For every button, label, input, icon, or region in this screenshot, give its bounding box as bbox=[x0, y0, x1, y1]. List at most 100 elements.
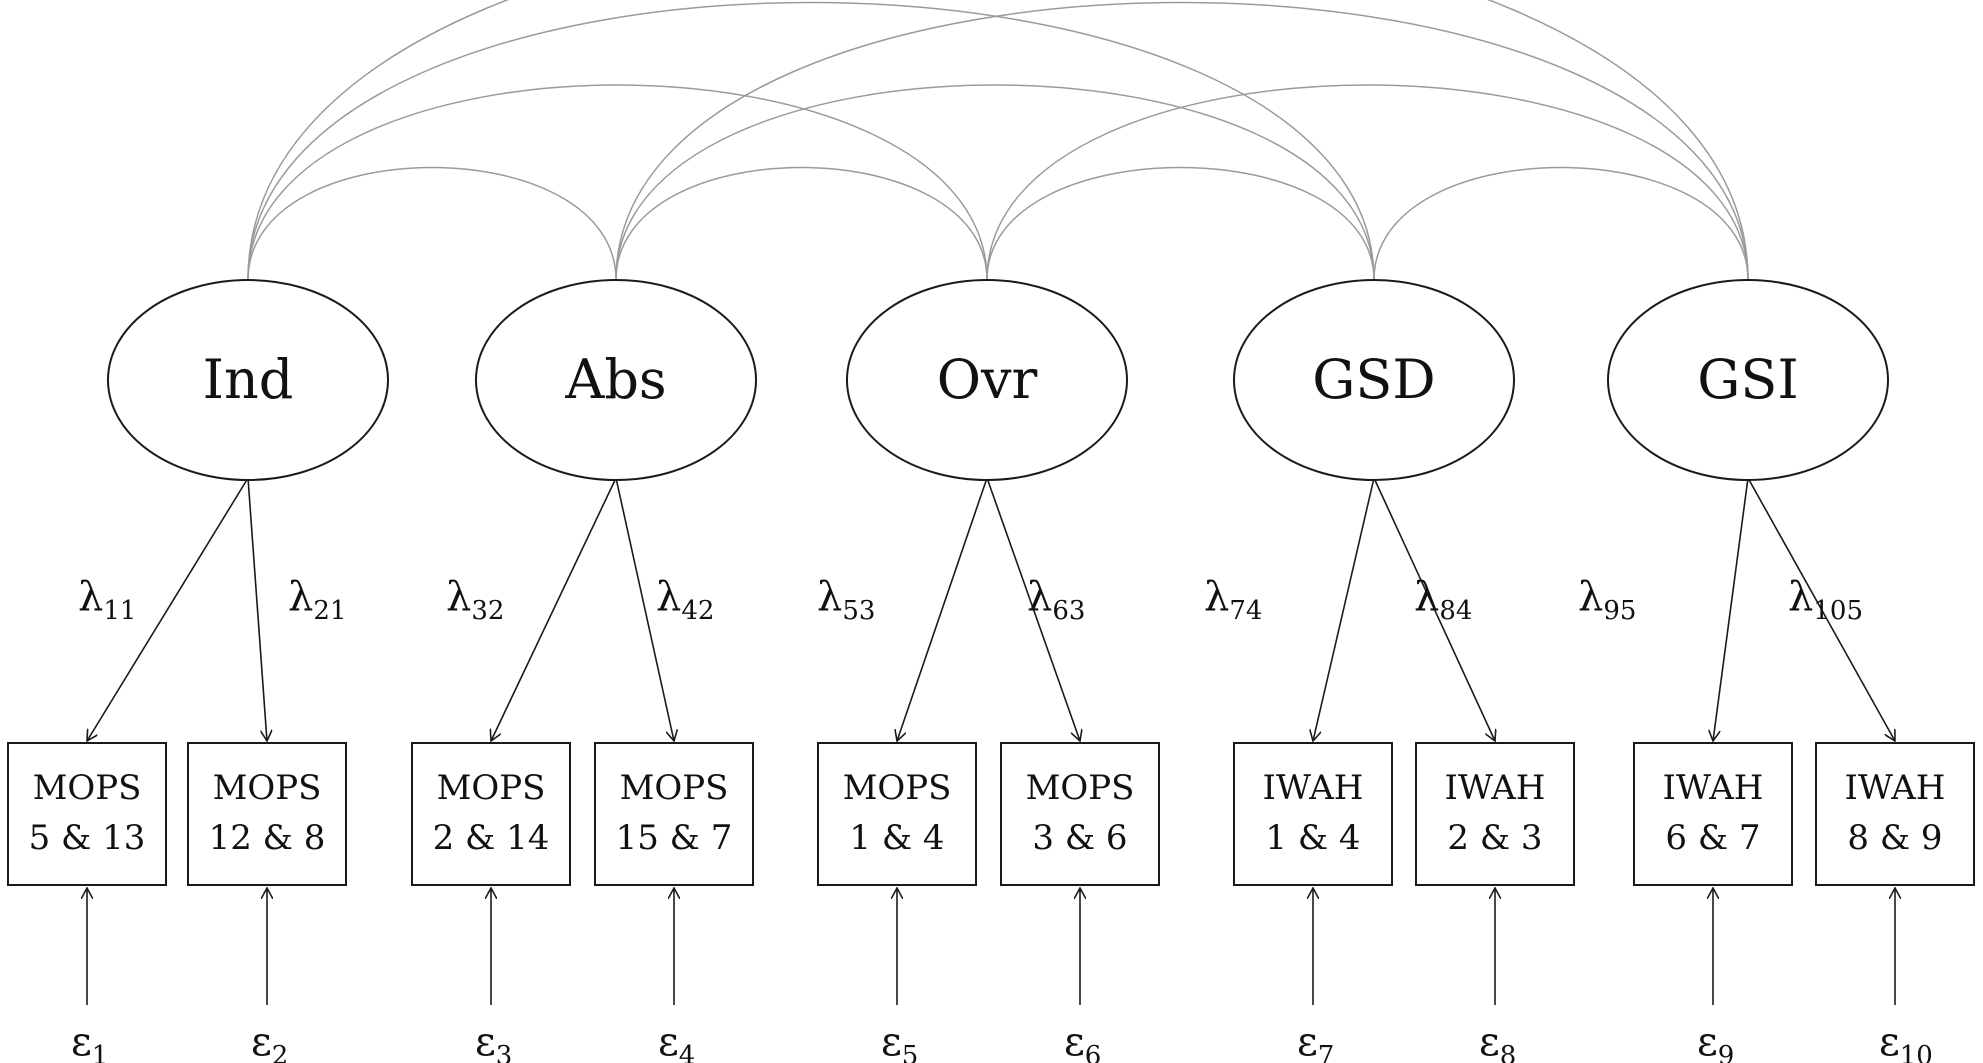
indicator-8: IWAH 2 & 3 bbox=[1415, 742, 1575, 886]
indicator-scale: IWAH bbox=[1445, 768, 1546, 808]
indicator-9: IWAH 6 & 7 bbox=[1633, 742, 1793, 886]
latent-label: GSI bbox=[1697, 348, 1798, 411]
latent-ellipse bbox=[475, 279, 757, 481]
covariance-ovr-gsi bbox=[986, 84, 1749, 281]
error-label-3: ε3 bbox=[475, 1019, 512, 1063]
latent-label: Abs bbox=[564, 348, 666, 411]
indicator-items: 6 & 7 bbox=[1665, 818, 1760, 858]
indicator-5: MOPS 1 & 4 bbox=[817, 742, 977, 886]
loading-label-1: λ11 bbox=[78, 574, 136, 626]
latent-label: Ovr bbox=[937, 348, 1038, 411]
indicator-box bbox=[187, 742, 347, 886]
indicator-box bbox=[411, 742, 571, 886]
latent-label: Ind bbox=[203, 348, 294, 411]
loading-path-8 bbox=[1373, 477, 1495, 741]
latent-factors: Ind Abs Ovr GSD GSI bbox=[107, 279, 1889, 481]
latent-ellipse bbox=[846, 279, 1128, 481]
loading-path-1 bbox=[87, 477, 249, 741]
indicator-items: 15 & 7 bbox=[616, 818, 733, 858]
indicator-items: 5 & 13 bbox=[29, 818, 146, 858]
loading-label-10: λ105 bbox=[1788, 574, 1863, 626]
error-label-8: ε8 bbox=[1479, 1019, 1516, 1063]
indicator-items: 3 & 6 bbox=[1032, 818, 1127, 858]
latent-ellipse bbox=[107, 279, 389, 481]
error-label-9: ε9 bbox=[1697, 1019, 1734, 1063]
covariance-ind-abs bbox=[247, 166, 617, 281]
indicator-scale: MOPS bbox=[33, 768, 142, 808]
indicator-items: 1 & 4 bbox=[1265, 818, 1360, 858]
indicator-items: 2 & 3 bbox=[1447, 818, 1542, 858]
latent-gsd: GSD bbox=[1233, 279, 1515, 481]
covariance-gsd-gsi bbox=[1373, 166, 1749, 281]
error-label-7: ε7 bbox=[1297, 1019, 1334, 1063]
indicator-scale: MOPS bbox=[1026, 768, 1135, 808]
indicator-scale: IWAH bbox=[1663, 768, 1764, 808]
loading-path-4 bbox=[615, 477, 674, 741]
covariance-ind-ovr bbox=[247, 84, 988, 281]
loading-label-6: λ63 bbox=[1027, 574, 1085, 626]
indicator-box bbox=[1633, 742, 1793, 886]
indicator-scale: MOPS bbox=[437, 768, 546, 808]
indicator-scale: IWAH bbox=[1263, 768, 1364, 808]
indicator-box bbox=[1415, 742, 1575, 886]
observed-indicators: MOPS 5 & 13 MOPS 12 & 8 MOPS 2 & 14 MOPS 15 & 7… bbox=[7, 742, 1975, 886]
latent-ellipse bbox=[1607, 279, 1889, 481]
indicator-box bbox=[7, 742, 167, 886]
covariance-abs-ovr bbox=[615, 166, 988, 281]
loading-label-5: λ53 bbox=[817, 574, 875, 626]
covariance-abs-gsd bbox=[615, 84, 1375, 281]
indicator-scale: IWAH bbox=[1845, 768, 1946, 808]
factor-covariances bbox=[247, 0, 1749, 281]
covariance-ind-gsi bbox=[247, 0, 1749, 281]
indicator-1: MOPS 5 & 13 bbox=[7, 742, 167, 886]
error-label-4: ε4 bbox=[658, 1019, 695, 1063]
loading-label-9: λ95 bbox=[1578, 574, 1636, 626]
error-label-6: ε6 bbox=[1064, 1019, 1101, 1063]
error-label-2: ε2 bbox=[251, 1019, 288, 1063]
loading-label-8: λ84 bbox=[1414, 574, 1472, 626]
loading-path-3 bbox=[491, 477, 617, 741]
loading-path-5 bbox=[897, 477, 988, 741]
loading-label-4: λ42 bbox=[656, 574, 714, 626]
loading-path-6 bbox=[986, 477, 1080, 741]
indicator-scale: MOPS bbox=[620, 768, 729, 808]
indicator-box bbox=[817, 742, 977, 886]
error-label-1: ε1 bbox=[71, 1019, 108, 1063]
indicator-box bbox=[1233, 742, 1393, 886]
indicator-2: MOPS 12 & 8 bbox=[187, 742, 347, 886]
loading-label-7: λ74 bbox=[1204, 574, 1262, 626]
loading-path-2 bbox=[247, 477, 267, 741]
loading-path-7 bbox=[1313, 477, 1375, 741]
indicator-7: IWAH 1 & 4 bbox=[1233, 742, 1393, 886]
factor-loadings: λ11 λ21 λ32 λ42 λ53 λ63 λ74 λ84 λ95 λ105 bbox=[78, 477, 1895, 741]
loading-label-2: λ21 bbox=[288, 574, 346, 626]
latent-ovr: Ovr bbox=[846, 279, 1128, 481]
latent-ellipse bbox=[1233, 279, 1515, 481]
error-terms: ε1 ε2 ε3 ε4 ε5 ε6 ε7 ε8 ε9 ε10 bbox=[71, 888, 1933, 1063]
indicator-items: 12 & 8 bbox=[209, 818, 326, 858]
loading-path-10 bbox=[1747, 477, 1895, 741]
latent-ind: Ind bbox=[107, 279, 389, 481]
covariance-abs-gsi bbox=[615, 1, 1749, 281]
latent-abs: Abs bbox=[475, 279, 757, 481]
indicator-items: 2 & 14 bbox=[433, 818, 550, 858]
error-label-10: ε10 bbox=[1879, 1019, 1933, 1063]
indicator-box bbox=[1000, 742, 1160, 886]
indicator-box bbox=[594, 742, 754, 886]
indicator-4: MOPS 15 & 7 bbox=[594, 742, 754, 886]
indicator-items: 1 & 4 bbox=[849, 818, 944, 858]
indicator-3: MOPS 2 & 14 bbox=[411, 742, 571, 886]
covariance-ind-gsd bbox=[247, 1, 1375, 281]
indicator-box bbox=[1815, 742, 1975, 886]
covariance-ovr-gsd bbox=[986, 166, 1375, 281]
indicator-6: MOPS 3 & 6 bbox=[1000, 742, 1160, 886]
loading-label-3: λ32 bbox=[446, 574, 504, 626]
error-label-5: ε5 bbox=[881, 1019, 918, 1063]
loading-path-9 bbox=[1713, 477, 1749, 741]
indicator-scale: MOPS bbox=[843, 768, 952, 808]
latent-gsi: GSI bbox=[1607, 279, 1889, 481]
latent-label: GSD bbox=[1312, 348, 1435, 411]
indicator-scale: MOPS bbox=[213, 768, 322, 808]
